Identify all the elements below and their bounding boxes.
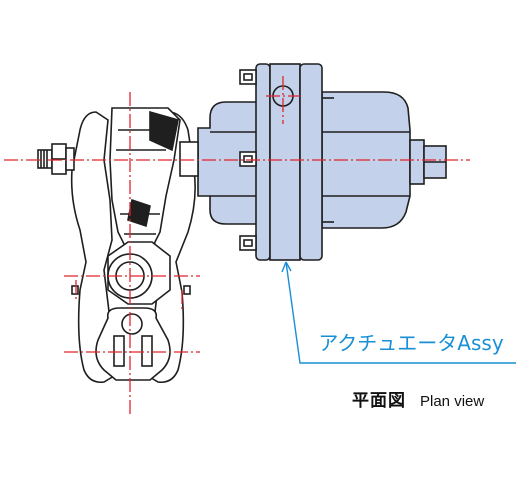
callout-leader xyxy=(281,261,516,364)
valve-clamp-body xyxy=(37,107,199,384)
clevis-pin-right xyxy=(141,335,153,367)
view-caption: 平面図 Plan view xyxy=(352,386,524,416)
flange-bolt-bottom xyxy=(239,235,257,251)
clamp-left-arm xyxy=(70,111,115,384)
centerlines xyxy=(4,76,470,414)
actuator-assy xyxy=(197,63,447,261)
flange-bolt-middle xyxy=(239,151,257,167)
actuator-right-flange xyxy=(299,63,323,261)
actuator-nozzle xyxy=(409,139,425,185)
actuator-left-flange xyxy=(255,63,271,261)
caption-japanese: 平面図 xyxy=(352,391,406,411)
callout-label-actuator-assy: アクチュエータAssy xyxy=(318,331,504,355)
clamp-right-arm xyxy=(147,111,196,384)
cam-hatch xyxy=(149,110,179,152)
flange-bolt-top xyxy=(239,69,257,85)
coupling xyxy=(179,141,199,177)
shaft-stub xyxy=(37,149,53,169)
clevis-pin-left xyxy=(113,335,125,367)
caption-english: Plan view xyxy=(420,393,485,410)
